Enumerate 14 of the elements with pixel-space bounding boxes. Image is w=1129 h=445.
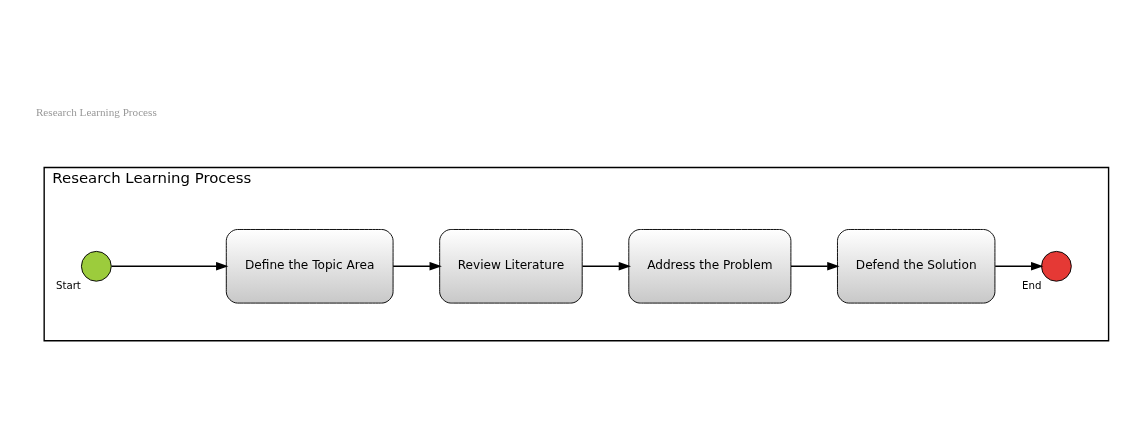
node-circle	[80, 250, 112, 282]
arrow	[392, 261, 442, 271]
node-box: Defend the Solution	[837, 229, 996, 304]
node-box: Address the Problem	[628, 229, 792, 304]
arrow	[110, 261, 229, 271]
node-label: Start	[55, 279, 81, 292]
node-box: Define the Topic Area	[225, 229, 394, 304]
node-box: Review Literature	[439, 229, 583, 304]
arrow	[581, 262, 632, 271]
node-circle	[1041, 250, 1072, 282]
arrow	[790, 262, 840, 271]
node-label: End	[1022, 279, 1042, 292]
arrow	[994, 262, 1044, 271]
label: Research Learning Process	[35, 106, 157, 119]
